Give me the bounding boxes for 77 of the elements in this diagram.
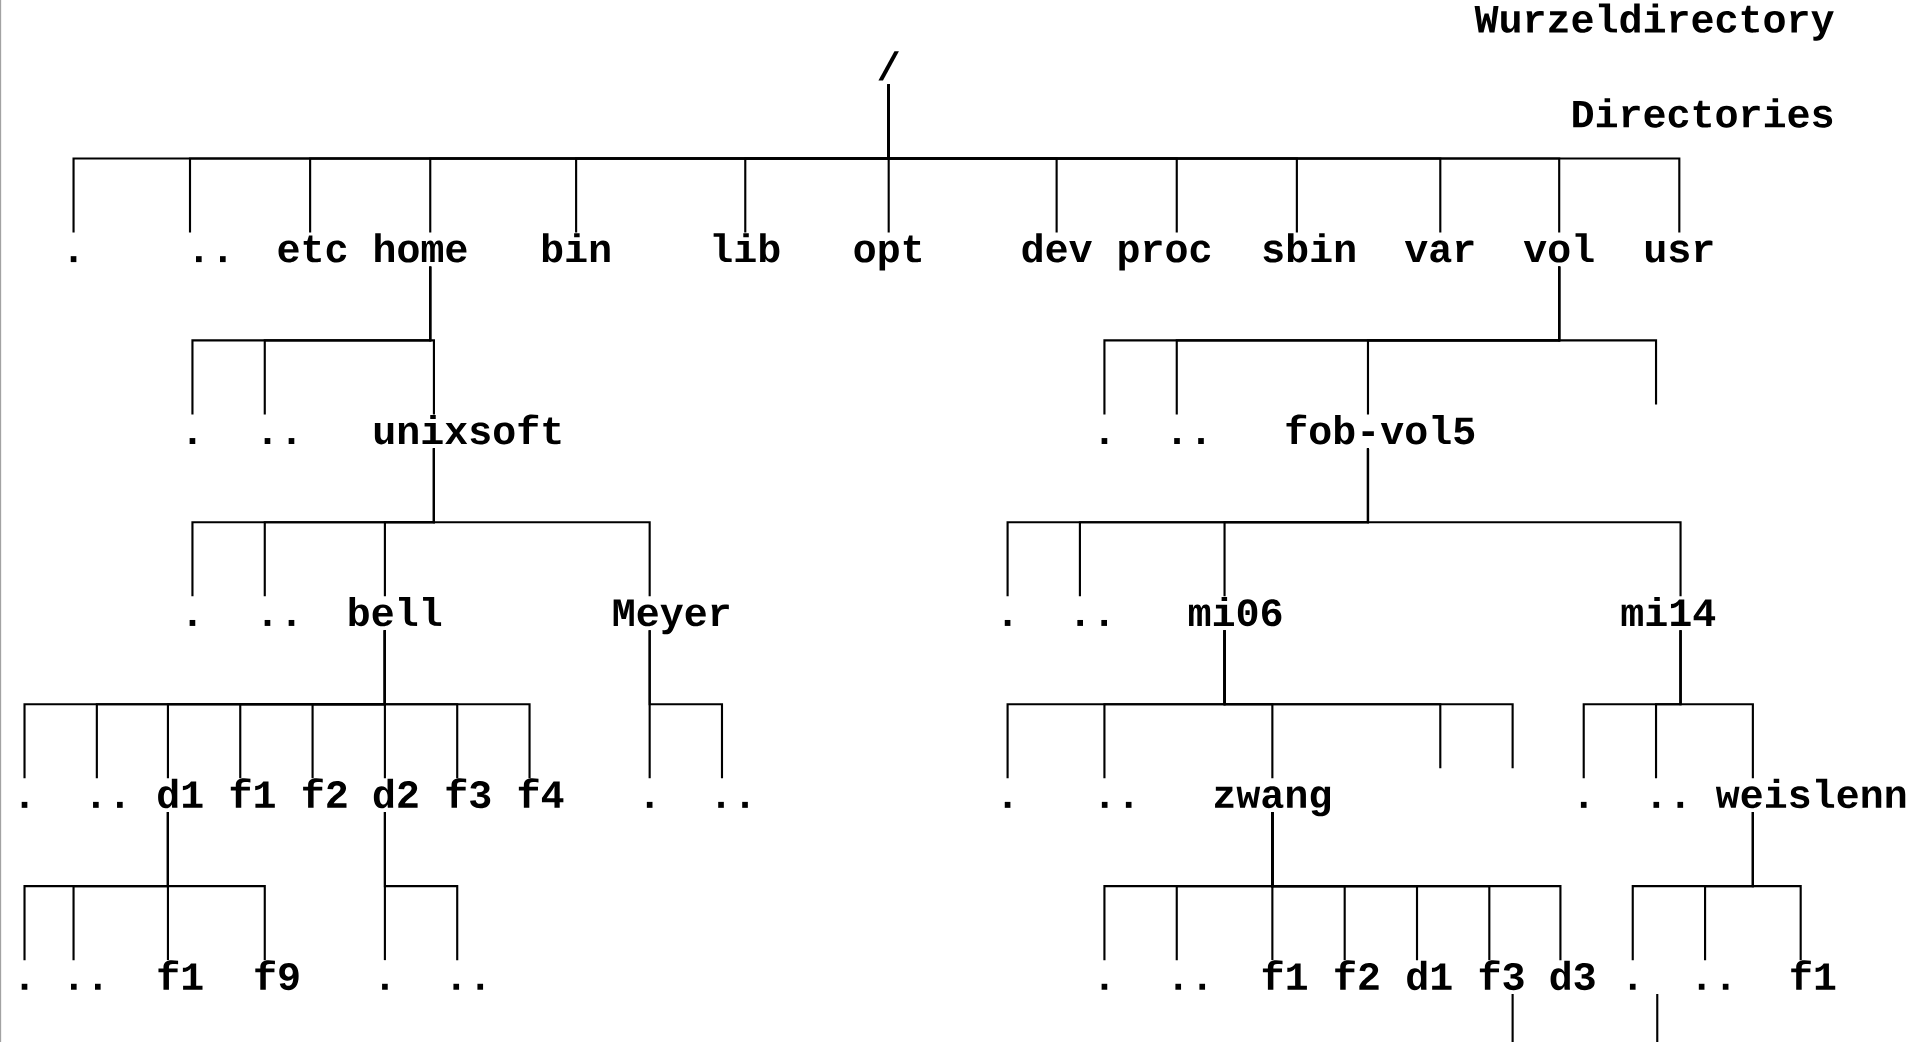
- tree-line: [429, 266, 435, 415]
- directory-name: ..: [453, 983, 484, 990]
- tree-line: [648, 630, 724, 779]
- directory-name: ..: [1175, 983, 1206, 990]
- directory-name: .: [70, 256, 77, 263]
- directory-name: .: [1580, 801, 1587, 808]
- directory-name: Meyer: [613, 599, 729, 635]
- directory-name: zwang: [1215, 786, 1331, 817]
- directory-name: home: [375, 233, 467, 263]
- directory-name: mi06: [1188, 596, 1282, 627]
- tree-line: [1271, 812, 1562, 961]
- directory-name: ..: [718, 801, 748, 808]
- directory-name: d1: [158, 778, 203, 809]
- directory-name: ..: [1174, 438, 1204, 444]
- directory-name: opt: [854, 235, 921, 271]
- directory-name: ..: [71, 983, 101, 990]
- directory-name: .: [21, 983, 28, 990]
- tree-line: [887, 84, 1681, 233]
- annotation-text: Wurzeldirectory: [1474, 3, 1834, 41]
- directory-name: .: [21, 801, 28, 808]
- tree-line: [1751, 812, 1802, 961]
- directory-name: ..: [1653, 801, 1684, 808]
- directory-name: .: [646, 801, 653, 808]
- directory-name: f2: [303, 778, 347, 808]
- tree-line: [1679, 630, 1754, 779]
- directory-name: sbin: [1263, 233, 1355, 263]
- directory-name: ..: [264, 619, 295, 626]
- directory-name: fob-vol5: [1286, 414, 1475, 445]
- directory-name: d3: [1550, 960, 1595, 991]
- tree-line: [432, 448, 651, 597]
- directory-name: d1: [1407, 960, 1452, 991]
- directory-name: f9: [255, 960, 299, 991]
- annotation-text: Directories: [1573, 98, 1833, 128]
- tree-line: [383, 812, 459, 961]
- directory-name: f1: [158, 960, 203, 990]
- tree-line: [1558, 266, 1658, 405]
- directory-name: f1: [230, 778, 275, 808]
- directory-name: unixsoft: [374, 414, 561, 445]
- directory-name: mi14: [1621, 596, 1716, 626]
- directory-name: f4: [518, 778, 564, 808]
- directory-name: lib: [713, 233, 780, 263]
- directory-name: .: [1004, 619, 1011, 626]
- tree-line: [1511, 994, 1514, 1042]
- directory-name: ..: [93, 801, 123, 808]
- tree-line: [1656, 994, 1659, 1042]
- directory-name: .: [1101, 983, 1108, 990]
- directory-name: .: [1101, 438, 1108, 444]
- directory-name: ..: [196, 256, 226, 263]
- directory-name: f1: [1262, 960, 1307, 990]
- directory-name: .: [1629, 983, 1636, 990]
- directory-name: ..: [1077, 619, 1107, 626]
- directory-name: ..: [1698, 983, 1729, 990]
- directory-name: ..: [1101, 801, 1132, 808]
- directory-name: bin: [542, 233, 610, 263]
- directory-name: vol: [1523, 233, 1594, 263]
- directory-name: dev: [1022, 233, 1092, 263]
- directory-name: f3: [1479, 960, 1524, 991]
- directory-name: /: [878, 51, 899, 81]
- directory-name: etc: [278, 235, 347, 263]
- directory-name: usr: [1645, 240, 1713, 263]
- directory-name: ..: [264, 438, 295, 444]
- directory-name: .: [189, 438, 196, 444]
- directory-name: f2: [1335, 960, 1379, 990]
- tree-line: [383, 630, 531, 779]
- directory-name: f3: [446, 778, 491, 809]
- directory-name: f1: [1791, 960, 1836, 990]
- directory-name: .: [382, 983, 388, 990]
- directory-name: proc: [1119, 240, 1211, 271]
- directory-name: bell: [349, 596, 442, 627]
- tree-line: [1223, 630, 1514, 769]
- directory-name: var: [1404, 240, 1474, 263]
- tree-line: [1366, 448, 1682, 597]
- directory-name: weislenn: [1715, 778, 1906, 809]
- directory-name: .: [189, 619, 196, 626]
- tree-line: [166, 812, 266, 961]
- directory-name: .: [1004, 801, 1011, 808]
- directory-name: d2: [373, 778, 418, 809]
